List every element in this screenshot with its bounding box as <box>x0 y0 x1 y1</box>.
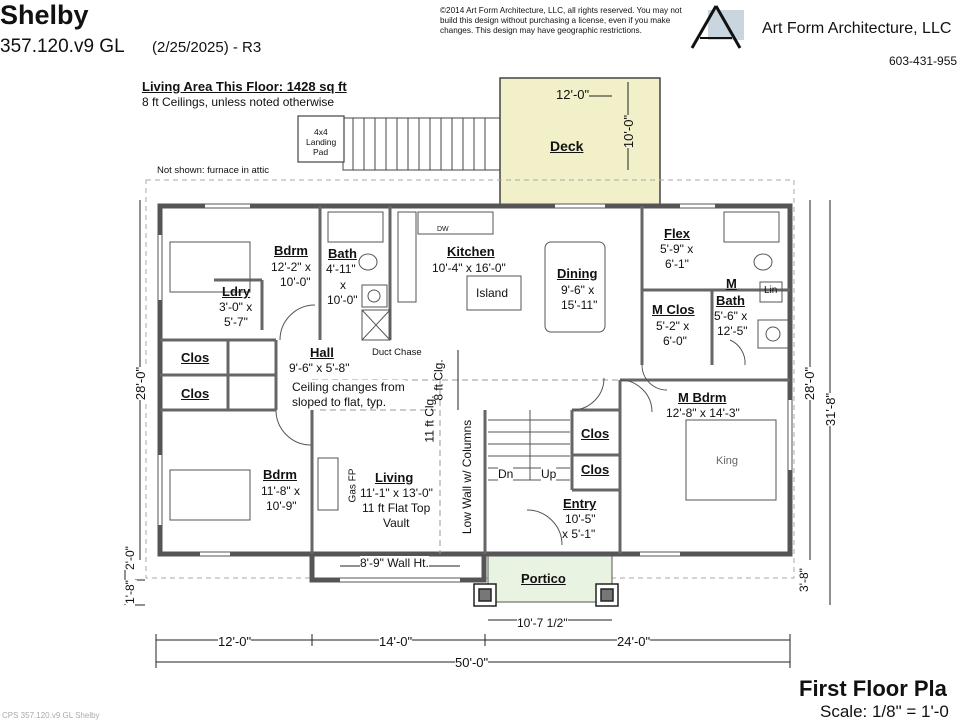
not-shown-note: Not shown: furnace in attic <box>157 165 269 176</box>
landing-label-1: 4x4 <box>314 127 328 137</box>
living-clg2: Vault <box>383 516 410 530</box>
bdrm2-label: Bdrm <box>263 467 297 482</box>
mbath-dim1: 5'-6" x <box>714 309 748 323</box>
duct-chase-note: Duct Chase <box>372 347 422 358</box>
file-name: CPS 357.120.v9 GL Shelby <box>2 711 100 720</box>
dim-left-2: 2'-0" <box>122 546 137 570</box>
ldry-dim2: 5'-7" <box>224 315 248 329</box>
living-dim: 11'-1" x 13'-0" <box>360 486 433 500</box>
bdrm1-label: Bdrm <box>274 243 308 258</box>
bath1-dim1: 4'-11" <box>326 262 356 276</box>
entry-label: Entry <box>563 496 597 511</box>
wall-height-note: 8'-9" Wall Ht. <box>360 556 429 570</box>
bath1-dim2: x <box>340 278 346 292</box>
low-wall-note: Low Wall w/ Columns <box>460 419 475 535</box>
living-clg1: 11 ft Flat Top <box>362 501 431 515</box>
mclos-dim2: 6'-0" <box>663 334 687 348</box>
ceiling-note: 8 ft Ceilings, unless noted otherwise <box>142 95 335 109</box>
dim-bottom-12: 12'-0" <box>218 634 252 649</box>
door-swings <box>275 304 746 546</box>
clos4-label: Clos <box>581 462 610 477</box>
company-name: Art Form Architecture, LLC <box>762 20 952 37</box>
dim-right-28: 28'-0" <box>802 366 818 401</box>
flex-label: Flex <box>664 226 691 241</box>
flex-dim1: 5'-9" x <box>660 242 694 256</box>
mclos-dim1: 5'-2" x <box>656 319 690 333</box>
plan-name: Shelby <box>0 0 89 30</box>
kitchen-dim: 10'-4" x 16'-0" <box>432 261 506 275</box>
plan-date: (2/25/2025) - R3 <box>152 39 262 56</box>
mbdrm-dim: 12'-8" x 14'-3" <box>666 406 740 420</box>
deck-stairs <box>342 117 501 171</box>
bath1-label: Bath <box>328 246 357 261</box>
entry-dim2: x 5'-1" <box>562 527 596 541</box>
entry-dim1: 10'-5" <box>565 512 596 526</box>
bdrm1-dim1: 12'-2" x <box>271 260 311 274</box>
dim-bottom-14: 14'-0" <box>379 634 413 649</box>
mbath-label-1: M <box>726 276 737 291</box>
portico-columns <box>473 583 619 607</box>
clg-8-note: 8 ft Clg. <box>431 359 446 401</box>
hall-dim: 9'-6" x 5'-8" <box>289 361 350 375</box>
living-label: Living <box>375 470 414 485</box>
dw-label: DW <box>437 226 449 233</box>
windows <box>158 204 792 582</box>
king-bed-label: King <box>716 455 739 467</box>
dining-dim1: 9'-6" x <box>561 283 595 297</box>
dim-bottom-24: 24'-0" <box>617 634 651 649</box>
dim-left-1-8: 1'-8" <box>122 580 137 604</box>
mbdrm-label: M Bdrm <box>678 390 727 405</box>
ldry-dim1: 3'-0" x <box>219 300 253 314</box>
bdrm2-dim2: 10'-9" <box>266 499 297 513</box>
dining-dim2: 15'-11" <box>561 298 598 312</box>
bdrm1-dim2: 10'-0" <box>280 275 311 289</box>
mbath-label-2: Bath <box>716 293 745 308</box>
island-label: Island <box>476 286 509 300</box>
copyright-notice: ©2014 Art Form Architecture, LLC, all ri… <box>440 6 682 35</box>
bdrm2-dim1: 11'-8" x <box>261 484 301 498</box>
gas-fp-label: Gas FP <box>347 468 359 503</box>
ceiling-change-note-2: sloped to flat, typ. <box>292 395 387 409</box>
dim-bottom-50: 50'-0" <box>455 655 489 670</box>
kitchen-label: Kitchen <box>447 244 495 259</box>
landing-label-2: Landing <box>306 137 337 147</box>
living-area-note: Living Area This Floor: 1428 sq ft <box>142 79 347 94</box>
clos2-label: Clos <box>181 386 210 401</box>
ldry-label: Ldry <box>222 284 251 299</box>
deck-width-dim: 12'-0" <box>556 87 590 102</box>
ceiling-change-note-1: Ceiling changes from <box>292 380 405 394</box>
linen-label: Lin <box>764 285 778 296</box>
clg-11-note: 11 ft Clg. <box>422 395 437 443</box>
plan-code: 357.120.v9 GL <box>0 36 125 57</box>
clos1-label: Clos <box>181 350 210 365</box>
landing-pad <box>297 115 345 163</box>
fixtures <box>169 211 789 521</box>
clos3-label: Clos <box>581 426 610 441</box>
sheet-title: First Floor Pla <box>799 676 947 701</box>
flex-dim2: 6'-1" <box>665 257 689 271</box>
mclos-label: M Clos <box>652 302 695 317</box>
deck-label: Deck <box>550 138 584 154</box>
dim-right-31-8: 31'-8" <box>823 392 839 427</box>
mbath-dim2: 12'-5" <box>717 324 748 338</box>
sheet-scale: Scale: 1/8" = 1'-0 <box>820 702 949 721</box>
bath1-dim3: 10'-0" <box>327 293 358 307</box>
dining-label: Dining <box>557 266 598 281</box>
hall-label: Hall <box>310 345 334 360</box>
portico-label: Portico <box>521 571 566 586</box>
company-phone: 603-431-955 <box>889 54 958 68</box>
dim-right-3-8: 3'-8" <box>796 568 811 592</box>
company-logo <box>686 4 746 50</box>
dim-left-28: 28'-0" <box>133 366 149 401</box>
landing-label-3: Pad <box>313 147 329 157</box>
portico-dim: 10'-7 1/2" <box>517 616 568 630</box>
stair-up-label: Up <box>541 467 557 481</box>
deck-depth-dim: 10'-0" <box>621 114 637 149</box>
stair-down-label: Dn <box>498 467 514 481</box>
